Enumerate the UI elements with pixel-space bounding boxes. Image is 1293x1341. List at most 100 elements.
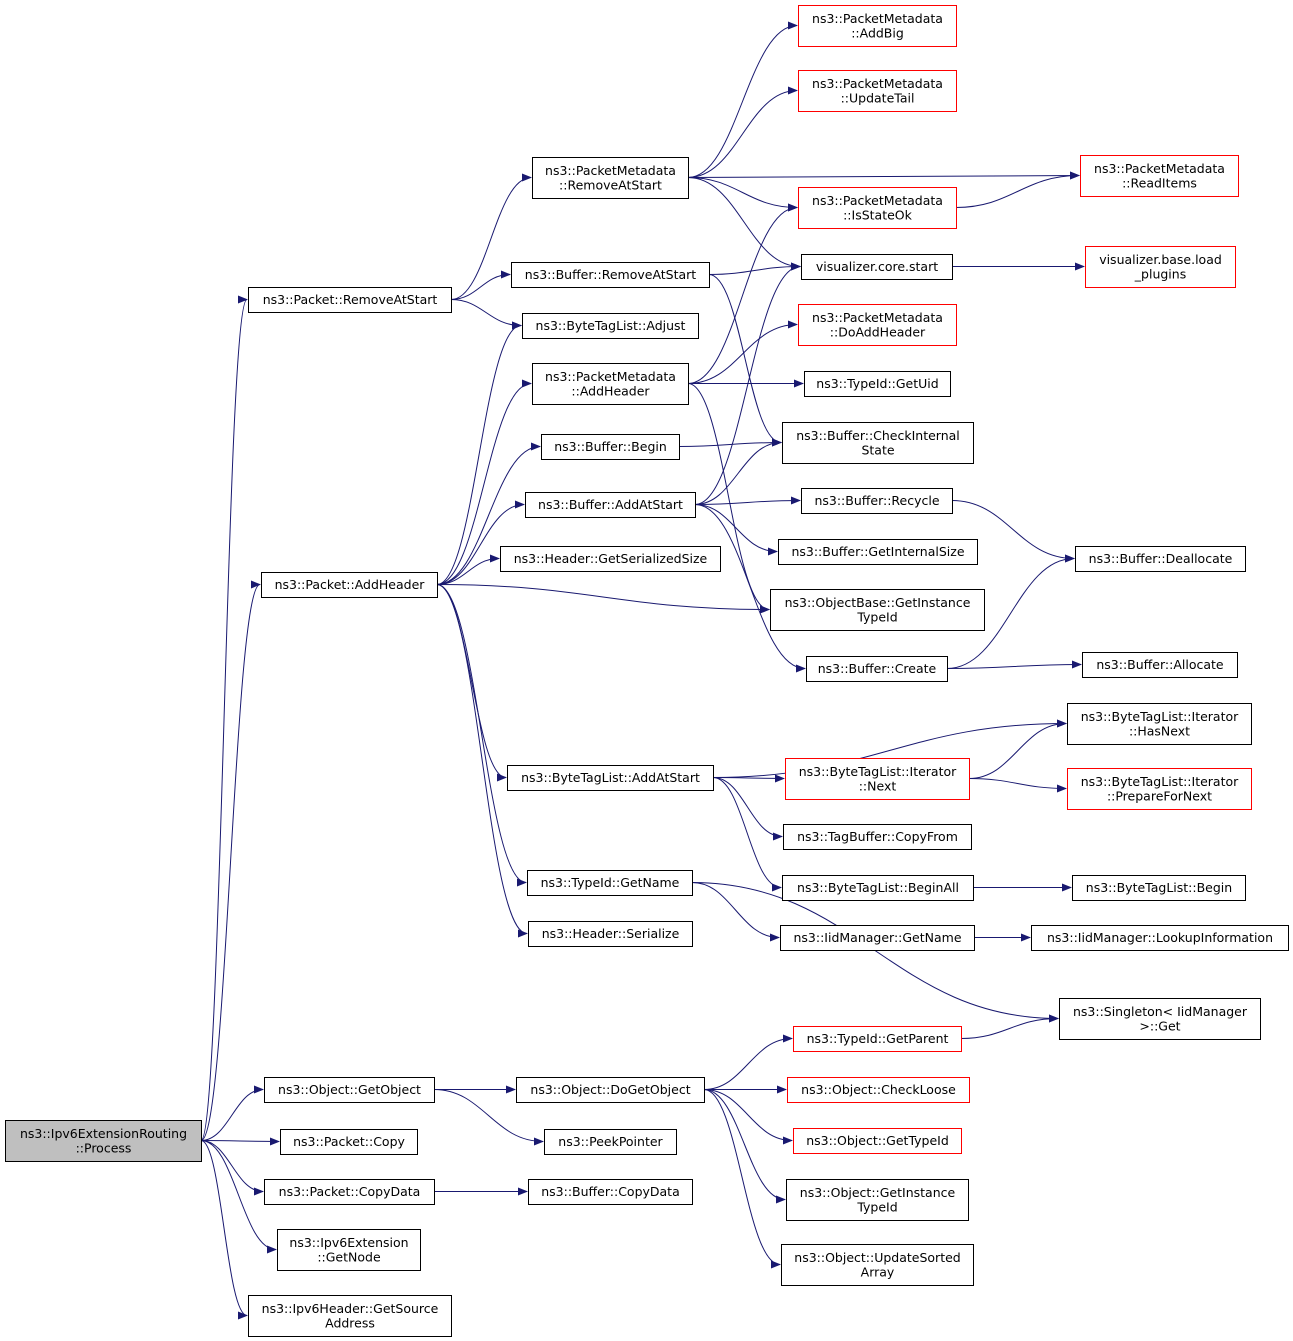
node-pkt_addheader[interactable]: ns3::Packet::AddHeader — [261, 572, 438, 598]
node-buf_begin[interactable]: ns3::Buffer::Begin — [541, 434, 680, 460]
node-hdr_serialize[interactable]: ns3::Header::Serialize — [528, 921, 693, 947]
node-label-line: ns3::PacketMetadata — [812, 193, 943, 208]
node-label-line: ns3::Packet::RemoveAtStart — [263, 292, 438, 307]
node-pm_removeatstart[interactable]: ns3::PacketMetadata::RemoveAtStart — [532, 157, 689, 199]
node-pm_isstateok[interactable]: ns3::PacketMetadata::IsStateOk — [798, 187, 957, 229]
node-pm_doaddheader[interactable]: ns3::PacketMetadata::DoAddHeader — [798, 304, 957, 346]
node-box — [787, 1077, 970, 1103]
node-label-line: Array — [861, 1264, 895, 1279]
node-buf_getinternalsize[interactable]: ns3::Buffer::GetInternalSize — [778, 539, 978, 565]
node-btl_beginall[interactable]: ns3::ByteTagList::BeginAll — [782, 875, 974, 901]
node-label-line: ns3::Packet::Copy — [293, 1134, 405, 1149]
edge-buf_begin-to-buf_checkinternal — [678, 438, 782, 447]
edges-layer — [200, 21, 1085, 1320]
node-buf_create[interactable]: ns3::Buffer::Create — [806, 656, 948, 682]
node-label-line: ns3::ByteTagList::Iterator — [1081, 709, 1239, 724]
edge-pkt_addheader-to-buf_begin — [436, 442, 541, 585]
node-box — [500, 546, 721, 572]
node-buf_copydata[interactable]: ns3::Buffer::CopyData — [528, 1179, 693, 1205]
node-box — [804, 371, 951, 397]
node-vis_core_start[interactable]: visualizer.core.start — [801, 254, 953, 280]
node-obj_gettypeid[interactable]: ns3::Object::GetTypeId — [793, 1128, 962, 1154]
edge-btl_addatstart-to-btl_beginall — [712, 777, 782, 892]
node-box — [248, 287, 452, 313]
node-obj_getobject[interactable]: ns3::Object::GetObject — [264, 1077, 435, 1103]
edge-pkt_addheader-to-hdr_serialize — [436, 584, 528, 938]
node-box — [1031, 925, 1289, 951]
edge-pm_addheader-to-objbase_getinstance — [687, 383, 770, 614]
edge-btl_addatstart-to-btli_hasnext — [712, 719, 1067, 778]
node-pkt_copy[interactable]: ns3::Packet::Copy — [280, 1129, 418, 1155]
edge-pkt_addheader-to-typeid_getname — [436, 584, 527, 887]
node-label-line: ::UpdateTail — [841, 90, 915, 105]
node-pm_updatetail[interactable]: ns3::PacketMetadata::UpdateTail — [798, 70, 957, 112]
node-typeid_getuid[interactable]: ns3::TypeId::GetUid — [804, 371, 951, 397]
edge-pm_removeatstart-to-pm_updatetail — [687, 86, 798, 178]
node-typeid_getname[interactable]: ns3::TypeId::GetName — [527, 870, 693, 896]
node-box — [786, 1179, 969, 1221]
node-label-line: ns3::PacketMetadata — [545, 163, 676, 178]
node-singleton_get[interactable]: ns3::Singleton< IidManager>::Get — [1059, 998, 1261, 1040]
node-btli_prepare[interactable]: ns3::ByteTagList::Iterator::PrepareForNe… — [1067, 768, 1252, 810]
node-box — [798, 5, 957, 47]
edge-buf_removeatstart-to-vis_core_start — [708, 262, 801, 275]
edge-buf_addatstart-to-buf_checkinternal — [694, 438, 782, 505]
node-vis_base_load[interactable]: visualizer.base.load_plugins — [1085, 246, 1236, 288]
node-label-line: visualizer.base.load — [1099, 252, 1222, 267]
edge-typeid_getname-to-iid_getname — [691, 882, 780, 942]
node-box — [1082, 652, 1238, 678]
edge-pm_removeatstart-to-pm_isstateok — [687, 177, 798, 212]
node-buf_allocate[interactable]: ns3::Buffer::Allocate — [1082, 652, 1238, 678]
node-label-line: ns3::ByteTagList::Iterator — [799, 764, 957, 779]
node-box — [1072, 875, 1246, 901]
node-peekpointer[interactable]: ns3::PeekPointer — [544, 1129, 677, 1155]
node-btli_next[interactable]: ns3::ByteTagList::Iterator::Next — [785, 758, 970, 800]
node-btli_hasnext[interactable]: ns3::ByteTagList::Iterator::HasNext — [1067, 703, 1252, 745]
edge-typeid_getparent-to-singleton_get — [960, 1014, 1059, 1039]
node-box — [1067, 768, 1252, 810]
edge-pkt_addheader-to-buf_addatstart — [436, 500, 525, 585]
node-label-line: ns3::Header::Serialize — [542, 926, 680, 941]
node-label-line: ::Next — [859, 778, 897, 793]
edge-pkt_addheader-to-pm_addheader — [436, 379, 532, 585]
node-ipv6ext_getnode[interactable]: ns3::Ipv6Extension::GetNode — [277, 1229, 421, 1271]
node-box — [544, 1129, 677, 1155]
node-label-line: ns3::Buffer::CheckInternal — [796, 428, 960, 443]
node-box — [264, 1179, 435, 1205]
node-pkt_remove[interactable]: ns3::Packet::RemoveAtStart — [248, 287, 452, 313]
node-btl_adjust[interactable]: ns3::ByteTagList::Adjust — [522, 313, 699, 339]
node-tagbuf_copyfrom[interactable]: ns3::TagBuffer::CopyFrom — [783, 824, 972, 850]
node-label-line: visualizer.core.start — [816, 259, 938, 274]
node-buf_removeatstart[interactable]: ns3::Buffer::RemoveAtStart — [511, 262, 710, 288]
node-typeid_getparent[interactable]: ns3::TypeId::GetParent — [793, 1026, 962, 1052]
node-obj_checkloose[interactable]: ns3::Object::CheckLoose — [787, 1077, 970, 1103]
node-buf_addatstart[interactable]: ns3::Buffer::AddAtStart — [525, 492, 696, 518]
node-pm_addheader[interactable]: ns3::PacketMetadata::AddHeader — [532, 363, 689, 405]
node-btl_begin[interactable]: ns3::ByteTagList::Begin — [1072, 875, 1246, 901]
node-label-line: ns3::PacketMetadata — [812, 76, 943, 91]
node-buf_recycle[interactable]: ns3::Buffer::Recycle — [801, 488, 953, 514]
edge-pm_removeatstart-to-pm_addbig — [687, 21, 798, 178]
node-obj_dogetobject[interactable]: ns3::Object::DoGetObject — [516, 1077, 705, 1103]
node-btl_addatstart[interactable]: ns3::ByteTagList::AddAtStart — [507, 765, 714, 791]
node-pm_readitems[interactable]: ns3::PacketMetadata::ReadItems — [1080, 155, 1239, 197]
node-pm_addbig[interactable]: ns3::PacketMetadata::AddBig — [798, 5, 957, 47]
node-box — [801, 254, 953, 280]
node-label-line: ns3::Buffer::Begin — [554, 439, 667, 454]
node-label-line: ns3::ByteTagList::Begin — [1086, 880, 1232, 895]
node-hdr_getsersize[interactable]: ns3::Header::GetSerializedSize — [500, 546, 721, 572]
node-buf_deallocate[interactable]: ns3::Buffer::Deallocate — [1075, 546, 1246, 572]
node-iid_lookup[interactable]: ns3::IidManager::LookupInformation — [1031, 925, 1289, 951]
node-label-line: ns3::Buffer::GetInternalSize — [791, 544, 964, 559]
node-iid_getname[interactable]: ns3::IidManager::GetName — [780, 925, 975, 951]
node-label-line: ns3::Header::GetSerializedSize — [514, 551, 708, 566]
node-pkt_copydata[interactable]: ns3::Packet::CopyData — [264, 1179, 435, 1205]
nodes-layer: ns3::Ipv6ExtensionRouting::Processns3::P… — [5, 5, 1289, 1337]
node-root[interactable]: ns3::Ipv6ExtensionRouting::Process — [5, 1120, 202, 1162]
